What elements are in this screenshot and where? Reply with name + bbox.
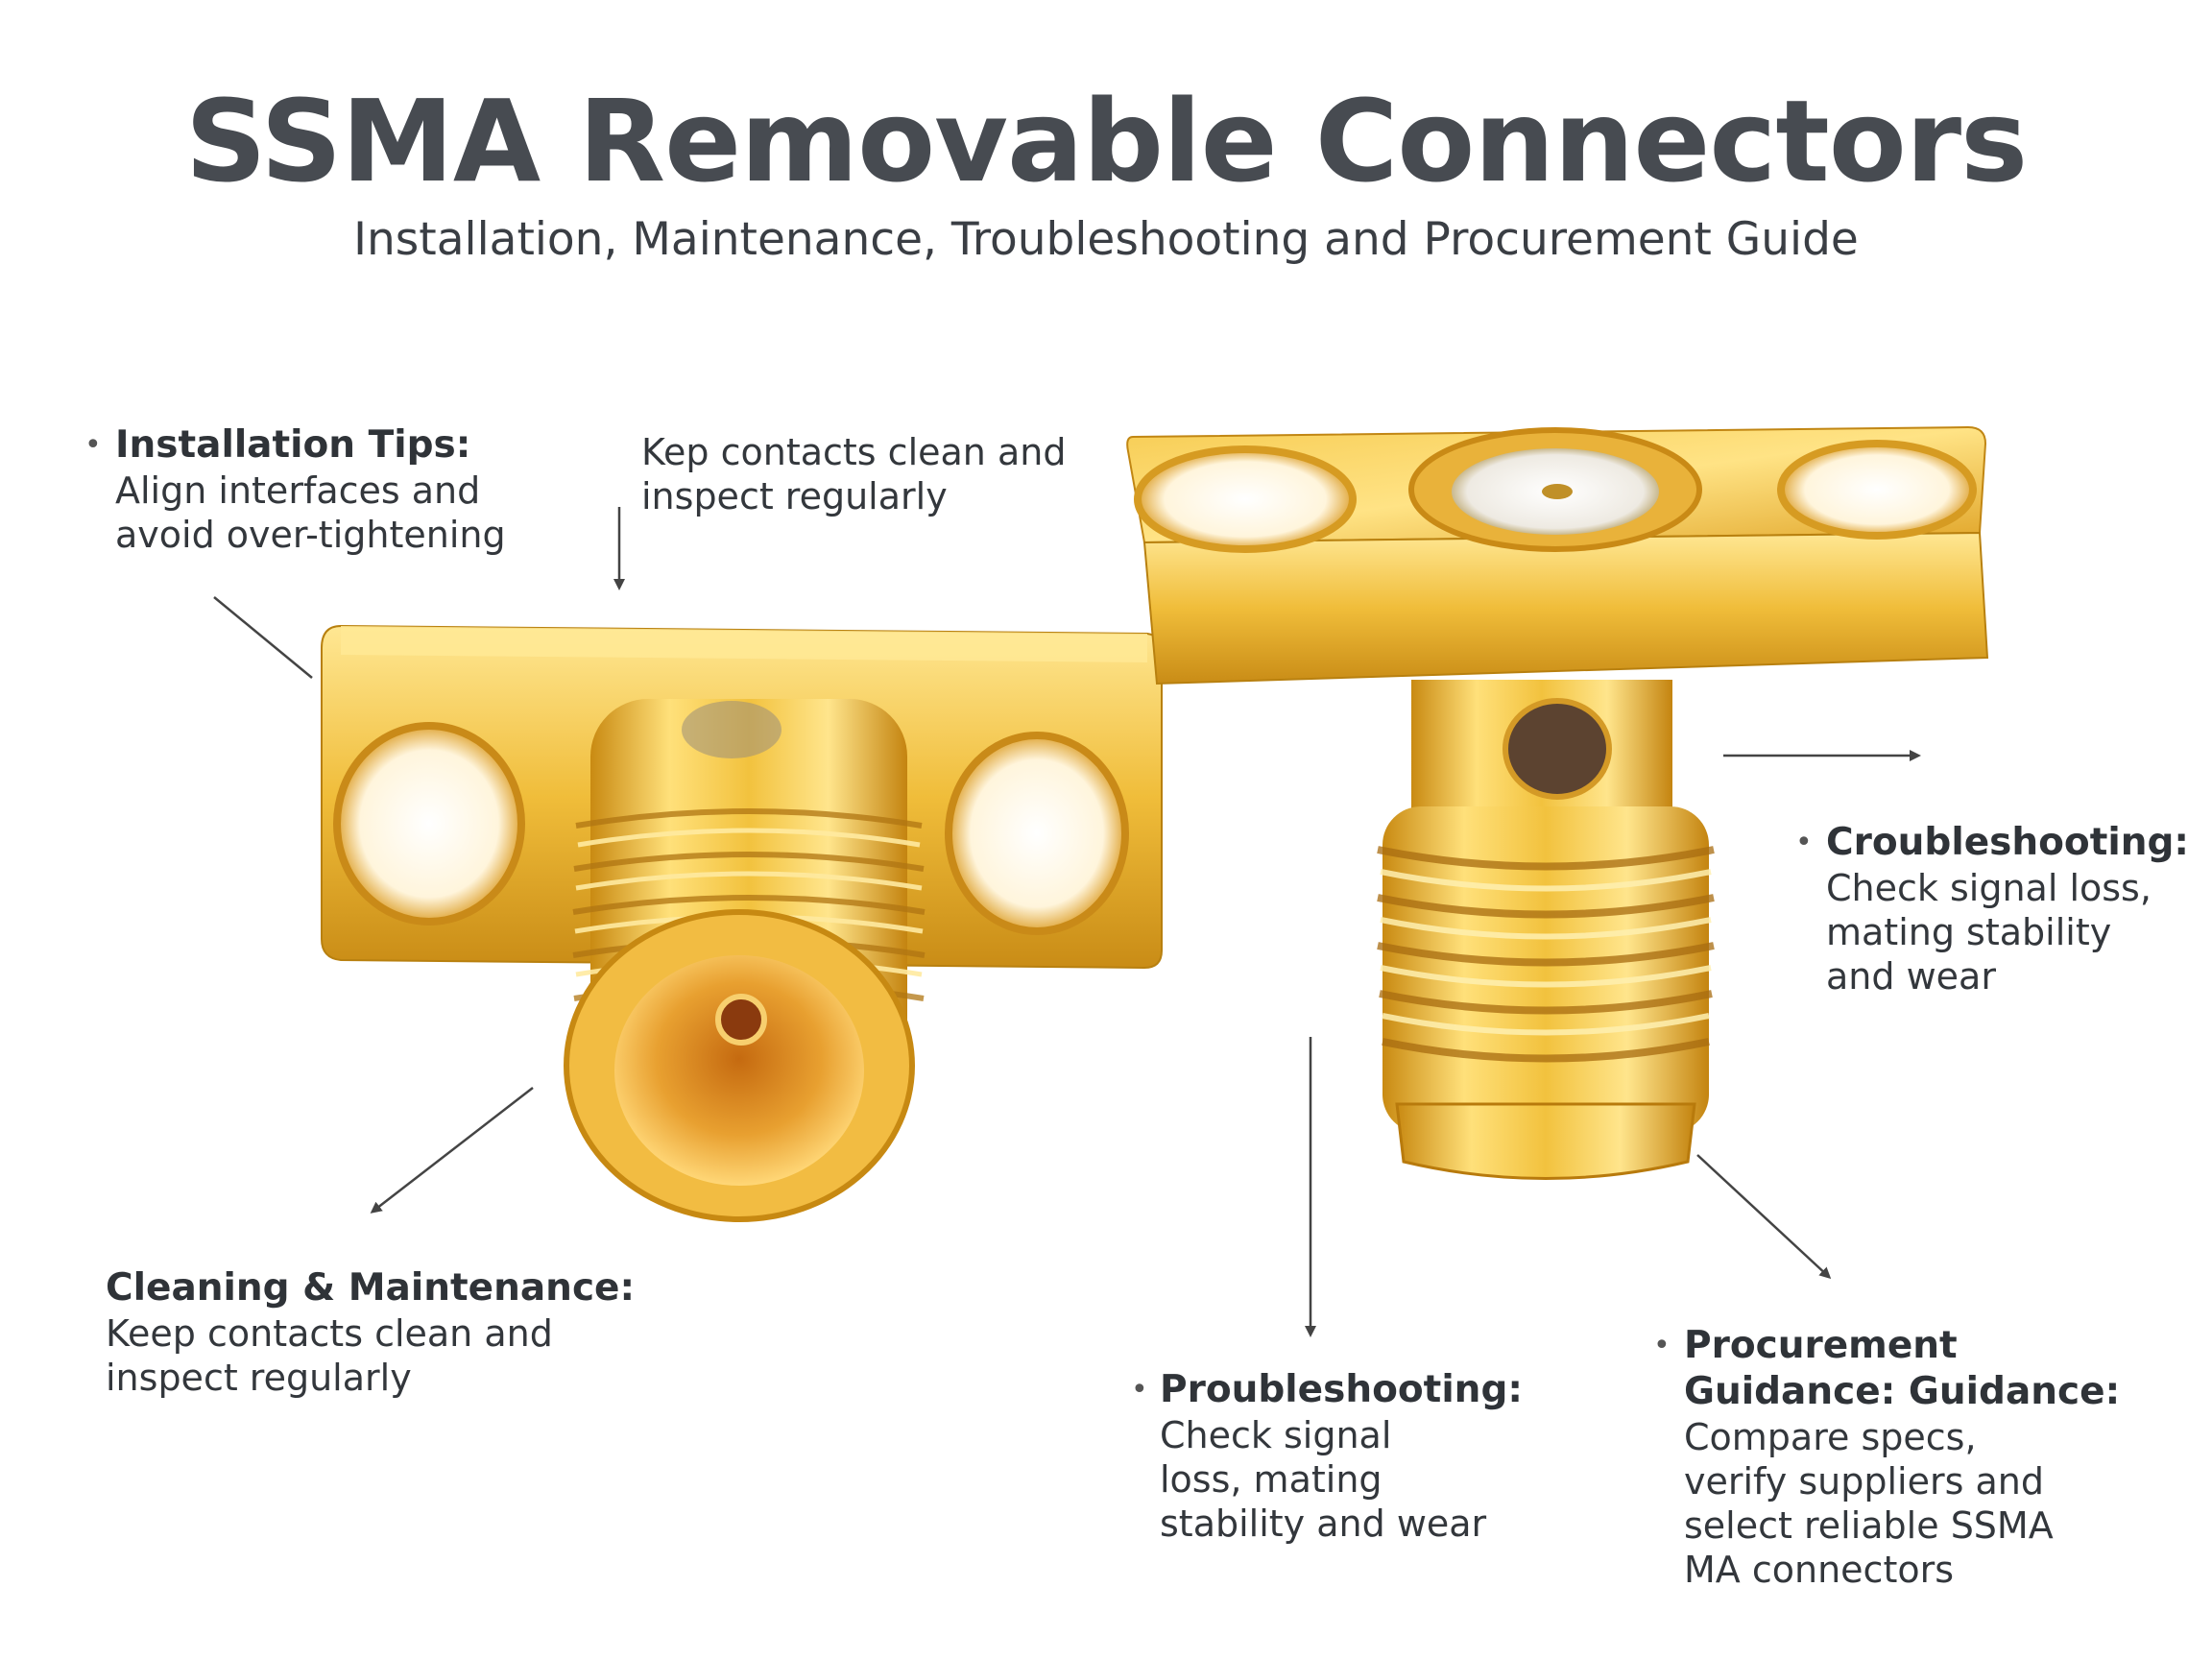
right-connector [1126,425,1989,1180]
callout-croubleshooting-heading: Croubleshooting: [1826,821,2190,864]
arrow-cleaning [370,1087,534,1214]
page-subtitle: Installation, Maintenance, Troubleshooti… [353,213,1859,266]
callout-installation: Installation Tips: Align interfaces and … [115,422,614,557]
bullet-proubleshooting: • [1131,1373,1148,1407]
callout-cleaning-heading: Cleaning & Maintenance: [106,1266,636,1310]
callout-procurement: Procurement Guidance: Guidance: Compare … [1684,1323,2126,1592]
callout-croubleshooting-body: Check signal loss, mating stability and … [1826,867,2152,998]
callout-keep-contacts: Kep contacts clean and inspect regularly [641,430,1083,518]
page-title: SSMA Removable Connectors [184,75,2029,207]
callout-keep-contacts-body: Kep contacts clean and inspect regularly [641,431,1067,517]
leader-lines [213,507,1921,1337]
left-connector-top-slot [682,701,781,758]
bullet-procurement: • [1653,1329,1671,1362]
right-flange-hole-right [1777,440,1977,540]
callout-proubleshooting-body: Check signal loss, mating stability and … [1160,1414,1487,1545]
bullet-croubleshooting: • [1795,826,1813,859]
arrow-procurement [1696,1154,1832,1280]
callout-cleaning: Cleaning & Maintenance: Keep contacts cl… [106,1265,701,1400]
bullet-installation: • [84,428,102,462]
right-connector-side-port [1503,698,1612,800]
leader-installation [213,596,313,679]
callout-installation-body: Align interfaces and avoid over-tighteni… [115,469,506,556]
left-flange-hole-right [945,732,1129,935]
left-connector-bore [614,955,864,1186]
left-connector [321,624,1163,1222]
right-flange-hole-left [1134,445,1357,553]
callout-installation-heading: Installation Tips: [115,423,471,467]
callout-proubleshooting: Proubleshooting: Check signal loss, mati… [1160,1367,1563,1546]
callout-procurement-heading: Procurement Guidance: Guidance: [1684,1324,2121,1413]
callout-procurement-body: Compare specs, verify suppliers and sele… [1684,1416,2054,1591]
callout-croubleshooting: Croubleshooting: Check signal loss, mati… [1826,820,2210,998]
left-connector-center-pin [715,994,767,1046]
callout-cleaning-body: Keep contacts clean and inspect regularl… [106,1312,553,1399]
callout-proubleshooting-heading: Proubleshooting: [1160,1368,1523,1411]
left-flange-hole-left [333,722,525,926]
